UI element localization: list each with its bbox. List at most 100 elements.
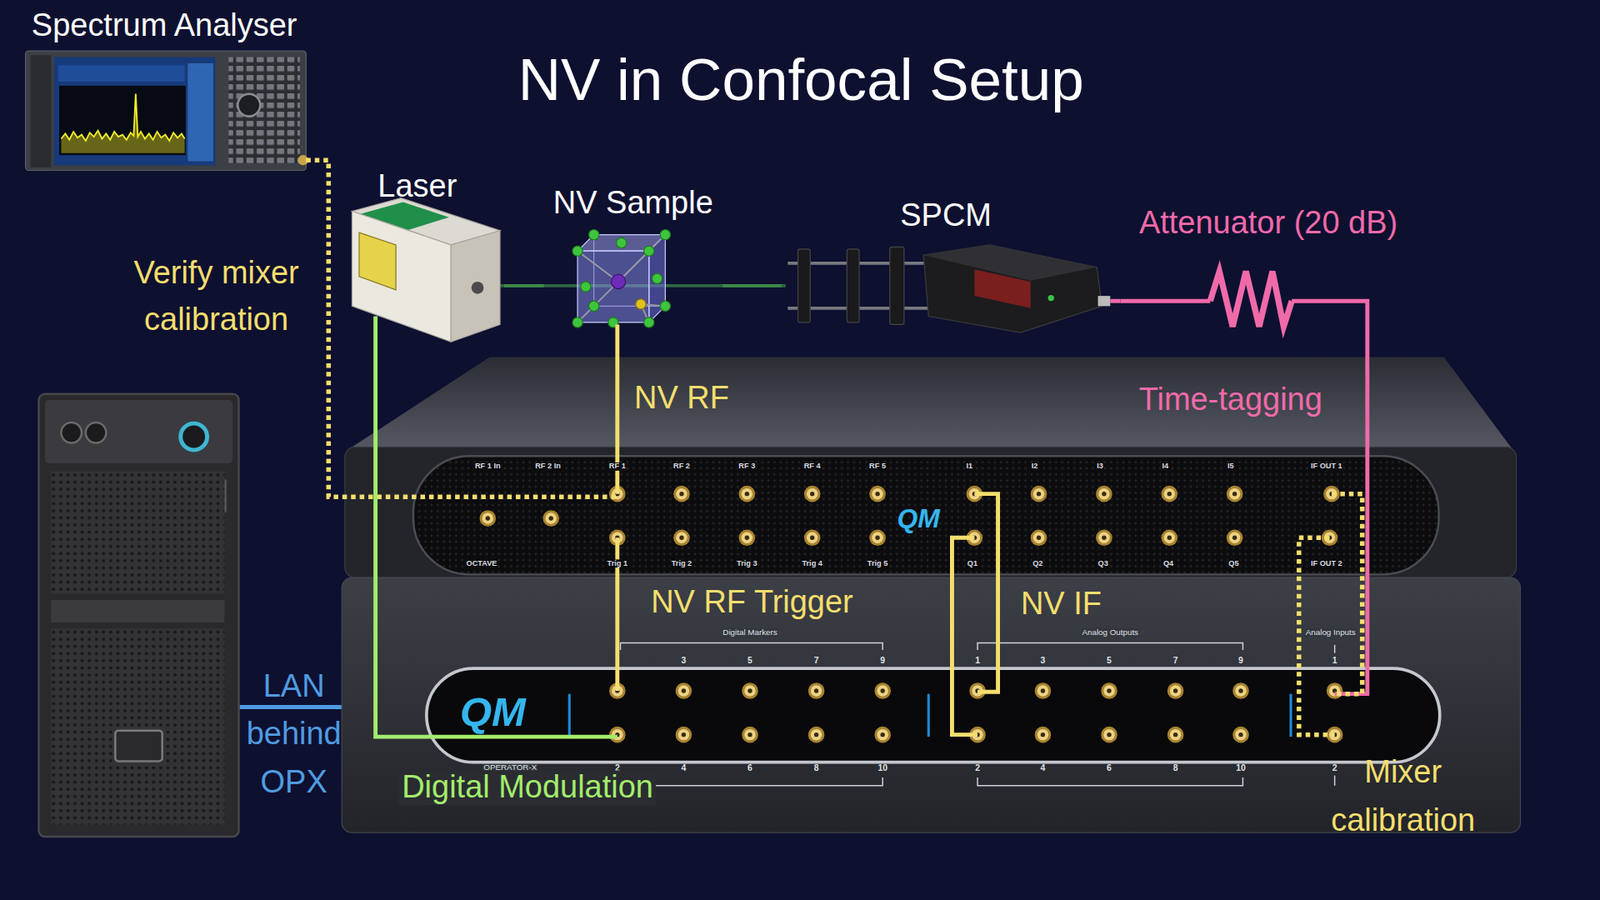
port-label: 7 bbox=[1171, 655, 1179, 665]
octave-device bbox=[739, 485, 756, 503]
laser-picture bbox=[450, 230, 500, 342]
lan-cable bbox=[240, 705, 350, 710]
brand-logo: QM bbox=[895, 505, 941, 532]
port-label: 8 bbox=[812, 764, 820, 773]
port-label: 1 bbox=[974, 655, 981, 665]
instrument-node: Laser bbox=[330, 167, 505, 317]
octave-device bbox=[673, 530, 690, 547]
signal-wire bbox=[951, 537, 978, 735]
opx-device bbox=[1289, 694, 1292, 737]
octave-device bbox=[345, 357, 1517, 578]
port-label: Q3 bbox=[1096, 559, 1110, 567]
octave-device bbox=[1160, 485, 1178, 503]
wire-label: Time-tagging bbox=[1139, 382, 1323, 418]
nv-crystal-picture bbox=[660, 300, 670, 311]
wire-label: NV RF bbox=[634, 380, 730, 416]
port-label: 2 bbox=[974, 764, 981, 773]
octave-device bbox=[413, 455, 1440, 575]
node-heading: Laser bbox=[377, 167, 457, 205]
port-label: RF 1 In bbox=[474, 462, 502, 470]
port-label: IF OUT 1 bbox=[1310, 462, 1344, 470]
octave-device bbox=[1095, 485, 1113, 503]
octave-device bbox=[1030, 530, 1048, 547]
nv-crystal-picture bbox=[577, 235, 665, 323]
port-label: I2 bbox=[1030, 462, 1040, 470]
attenuator-symbol bbox=[1120, 299, 1210, 304]
signal-wire bbox=[375, 316, 618, 737]
port-label: Digital Markers bbox=[721, 628, 779, 637]
port-label: I4 bbox=[1160, 462, 1170, 470]
port-label: 1 bbox=[1331, 655, 1339, 665]
port-label: 6 bbox=[1105, 764, 1113, 773]
sample-node: NV Sample bbox=[544, 183, 723, 325]
opx-device bbox=[1100, 726, 1118, 744]
port-label: 9 bbox=[879, 655, 886, 665]
signal-wire bbox=[1331, 494, 1363, 695]
port-label: 5 bbox=[746, 655, 754, 665]
port-label: Q1 bbox=[966, 559, 980, 567]
opx-device bbox=[927, 694, 930, 737]
opx-device bbox=[741, 682, 759, 700]
node-heading: Spectrum Analyser bbox=[31, 5, 298, 44]
octave-device bbox=[1226, 530, 1244, 547]
port-label: 4 bbox=[680, 764, 687, 773]
spectrum-analyser-picture bbox=[187, 63, 214, 162]
port-label: 7 bbox=[812, 655, 820, 665]
spectrum-analyser-picture bbox=[25, 50, 307, 170]
nv-crystal-picture bbox=[572, 317, 583, 328]
laser-picture bbox=[471, 281, 485, 295]
computer-tower bbox=[50, 471, 225, 595]
port-label: Trig 5 bbox=[866, 559, 890, 567]
spcm-picture bbox=[846, 249, 860, 323]
octave-device bbox=[804, 530, 821, 547]
port-label: I5 bbox=[1226, 462, 1235, 470]
port-label: 10 bbox=[1235, 764, 1247, 773]
signal-wire bbox=[974, 494, 998, 693]
port-label: 4 bbox=[1039, 764, 1046, 773]
opx-device bbox=[1334, 775, 1335, 786]
nv-crystal-picture bbox=[644, 245, 655, 256]
spcm-picture bbox=[798, 249, 811, 323]
port-label: RF 1 bbox=[608, 462, 627, 470]
nv-crystal-picture bbox=[616, 237, 627, 248]
computer-tower bbox=[39, 394, 240, 837]
computer-tower bbox=[115, 730, 162, 762]
opx-device bbox=[617, 642, 1335, 785]
port-label: 8 bbox=[1171, 764, 1179, 773]
opx-device bbox=[1232, 726, 1250, 744]
diagram-title: NV in Confocal Setup bbox=[518, 50, 1085, 110]
spcm-picture bbox=[974, 269, 1030, 309]
port-label: RF 2 In bbox=[534, 462, 562, 470]
brand-logo: QM bbox=[459, 690, 527, 732]
opx-device bbox=[617, 777, 883, 786]
port-label: 3 bbox=[680, 655, 687, 665]
spcm-picture bbox=[923, 245, 1102, 333]
nv-crystal-picture bbox=[572, 230, 671, 329]
opx-device bbox=[341, 577, 1520, 833]
port-label: RF 2 bbox=[672, 462, 691, 470]
octave-device bbox=[869, 530, 886, 547]
opx-device bbox=[620, 642, 883, 650]
port-label: I3 bbox=[1095, 462, 1105, 470]
spectrum-analyser-picture bbox=[228, 57, 300, 164]
port-label: Q5 bbox=[1227, 559, 1240, 567]
signal-wire bbox=[722, 284, 782, 288]
attenuator-node: Attenuator (20 dB) bbox=[1120, 204, 1416, 330]
nv-crystal-picture bbox=[577, 281, 619, 323]
nv-crystal-picture bbox=[589, 230, 600, 240]
nv-crystal-picture bbox=[572, 245, 583, 256]
port-label: Q2 bbox=[1031, 559, 1045, 567]
octave-device bbox=[869, 485, 886, 503]
computer-tower bbox=[60, 422, 81, 443]
port-label: RF 5 bbox=[868, 462, 887, 470]
spectrum-analyser-picture bbox=[58, 65, 185, 82]
opx-device bbox=[341, 577, 1520, 833]
signal-wire bbox=[1110, 299, 1120, 304]
spectrum-analyser-picture bbox=[30, 55, 51, 168]
port-label: Analog Inputs bbox=[1305, 628, 1357, 637]
port-label: IF OUT 2 bbox=[1310, 559, 1344, 567]
